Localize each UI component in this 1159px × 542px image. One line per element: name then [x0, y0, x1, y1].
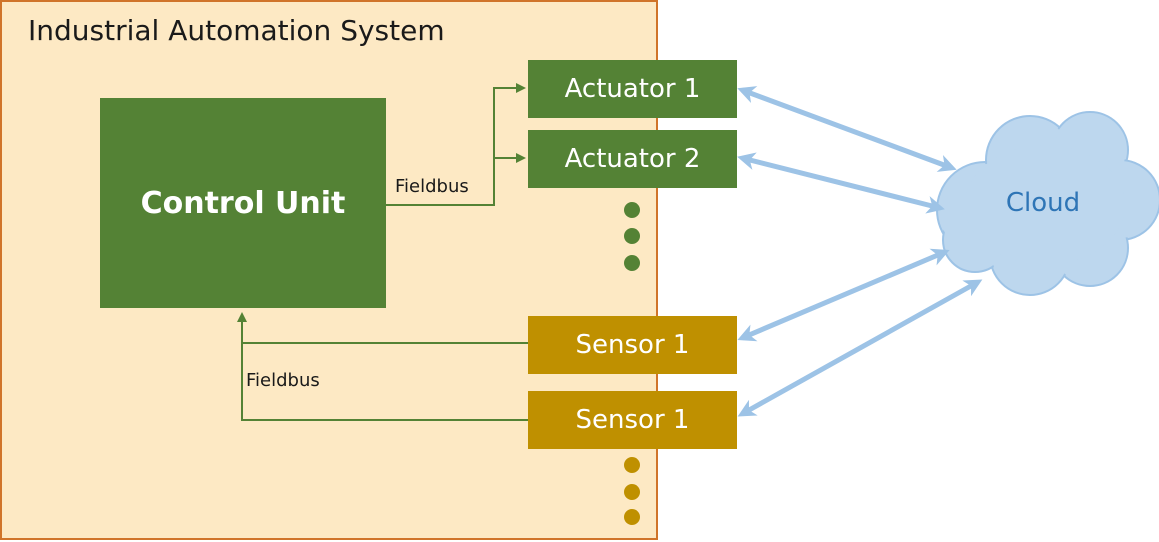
cloud-links	[737, 86, 983, 417]
actuator-dot	[624, 255, 640, 271]
link-actuator-2-cloud	[737, 152, 945, 214]
system-title: Industrial Automation System	[28, 14, 445, 47]
cloud-label: Cloud	[1005, 188, 1081, 218]
sensor-dot	[624, 484, 640, 500]
control-unit-block: Control Unit	[100, 98, 386, 308]
link-sensor-2-cloud	[737, 279, 983, 417]
sensor-more-dots	[624, 457, 640, 525]
fieldbus-from-sensors	[237, 312, 528, 421]
fieldbus-label-top: Fieldbus	[395, 176, 469, 197]
sensor-1-block: Sensor 1	[528, 316, 737, 374]
actuator-1-block: Actuator 1	[528, 60, 737, 118]
sensor-dot	[624, 509, 640, 525]
link-sensor-1-cloud	[737, 248, 950, 342]
fieldbus-line-sensor-2	[241, 343, 528, 421]
cloud-fill-overlay	[939, 114, 1158, 293]
actuator-dot	[624, 228, 640, 244]
sensor-dot	[624, 457, 640, 473]
fieldbus-line-sensor-1	[237, 312, 528, 344]
fieldbus-to-actuators	[386, 83, 526, 206]
fieldbus-label-bottom: Fieldbus	[246, 370, 320, 391]
actuator-more-dots	[624, 202, 640, 271]
link-actuator-1-cloud	[737, 86, 957, 172]
actuator-dot	[624, 202, 640, 218]
sensor-2-block: Sensor 1	[528, 391, 737, 449]
fieldbus-line-main	[386, 83, 526, 206]
actuator-2-block: Actuator 2	[528, 130, 737, 188]
